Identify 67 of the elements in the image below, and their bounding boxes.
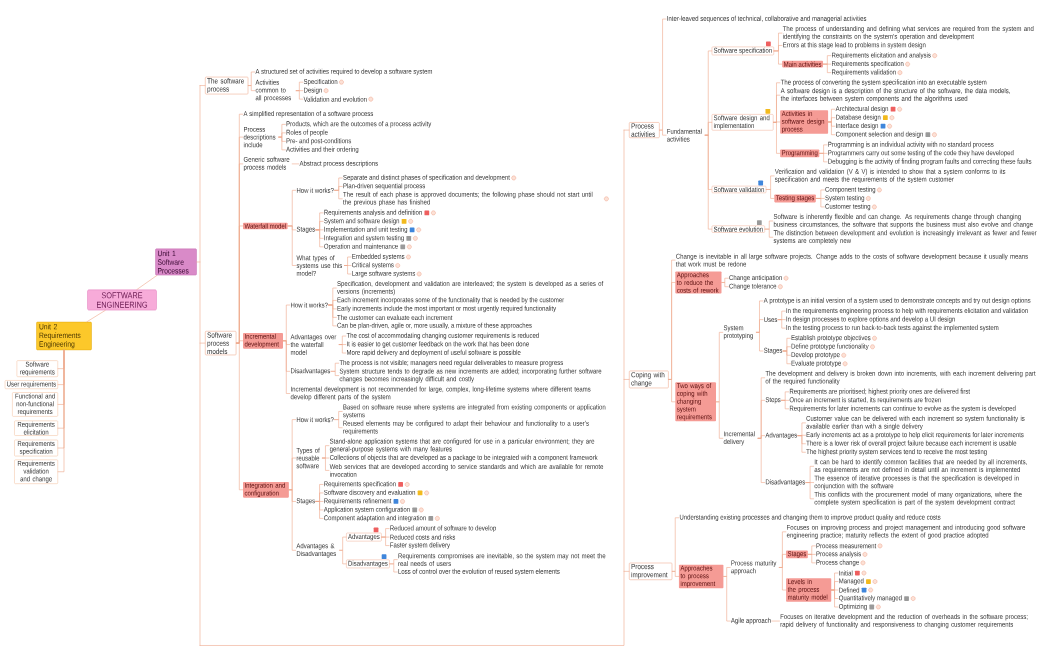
branch-line xyxy=(765,189,775,199)
branch-line xyxy=(777,319,786,329)
central-topic-box: SOFTWARE ENGINEERING xyxy=(87,289,157,311)
branch-line xyxy=(344,256,352,266)
branch-line xyxy=(779,567,787,591)
branch-line xyxy=(136,275,158,290)
branch-line xyxy=(764,228,774,238)
branch-line xyxy=(57,349,65,473)
branch-line xyxy=(704,134,713,230)
branch-line xyxy=(659,18,667,131)
branch-line xyxy=(334,190,343,200)
branch-line xyxy=(756,332,764,352)
branch-line xyxy=(831,589,839,608)
branch-line xyxy=(328,304,337,327)
branch-line xyxy=(757,438,765,483)
branch-line xyxy=(715,401,724,439)
branch-line xyxy=(338,344,347,354)
branch-line xyxy=(196,85,630,646)
branch-line xyxy=(322,457,330,471)
branch-line xyxy=(278,132,286,138)
branch-line xyxy=(773,50,783,65)
branch-line xyxy=(322,445,330,459)
branch-line xyxy=(381,536,390,546)
branch-line xyxy=(819,153,828,163)
branch-line xyxy=(721,277,729,283)
branch-line xyxy=(339,536,347,551)
branch-line xyxy=(771,620,780,622)
branch-line xyxy=(756,319,764,333)
branch-line xyxy=(315,501,324,519)
branch-line xyxy=(288,489,296,551)
branch-line xyxy=(291,163,300,165)
branch-line xyxy=(282,340,291,394)
branch-line xyxy=(295,90,304,100)
branch-line xyxy=(723,567,731,577)
branch-line xyxy=(668,379,676,403)
branch-line xyxy=(339,550,347,565)
branch-line xyxy=(287,225,297,266)
branch-line xyxy=(822,63,832,73)
branch-line xyxy=(236,340,244,344)
branch-line xyxy=(671,571,679,577)
branch-line xyxy=(779,554,787,568)
branch-line xyxy=(236,342,244,491)
branch-line xyxy=(828,121,836,135)
branch-line xyxy=(315,229,324,248)
branch-line xyxy=(773,94,781,123)
branch-line xyxy=(807,554,816,564)
branch-line xyxy=(389,563,398,573)
branch-line xyxy=(805,482,814,500)
branch-line xyxy=(668,282,676,380)
branch-line xyxy=(334,419,343,429)
branch-line xyxy=(831,581,839,591)
branch-line xyxy=(797,435,806,453)
branch-line xyxy=(344,265,352,275)
branch-line xyxy=(781,400,789,410)
branch-line xyxy=(828,117,836,123)
branch-line xyxy=(248,85,256,91)
branch-line xyxy=(721,282,729,288)
branch-line xyxy=(278,136,286,151)
branch-line xyxy=(659,129,667,136)
branch-line xyxy=(773,122,781,154)
branch-line xyxy=(723,576,731,622)
branch-line xyxy=(248,71,256,86)
branch-line xyxy=(773,121,781,123)
branch-line xyxy=(86,310,106,323)
branch-line xyxy=(815,198,825,208)
branch-line xyxy=(782,350,791,365)
branch-line xyxy=(330,371,339,376)
